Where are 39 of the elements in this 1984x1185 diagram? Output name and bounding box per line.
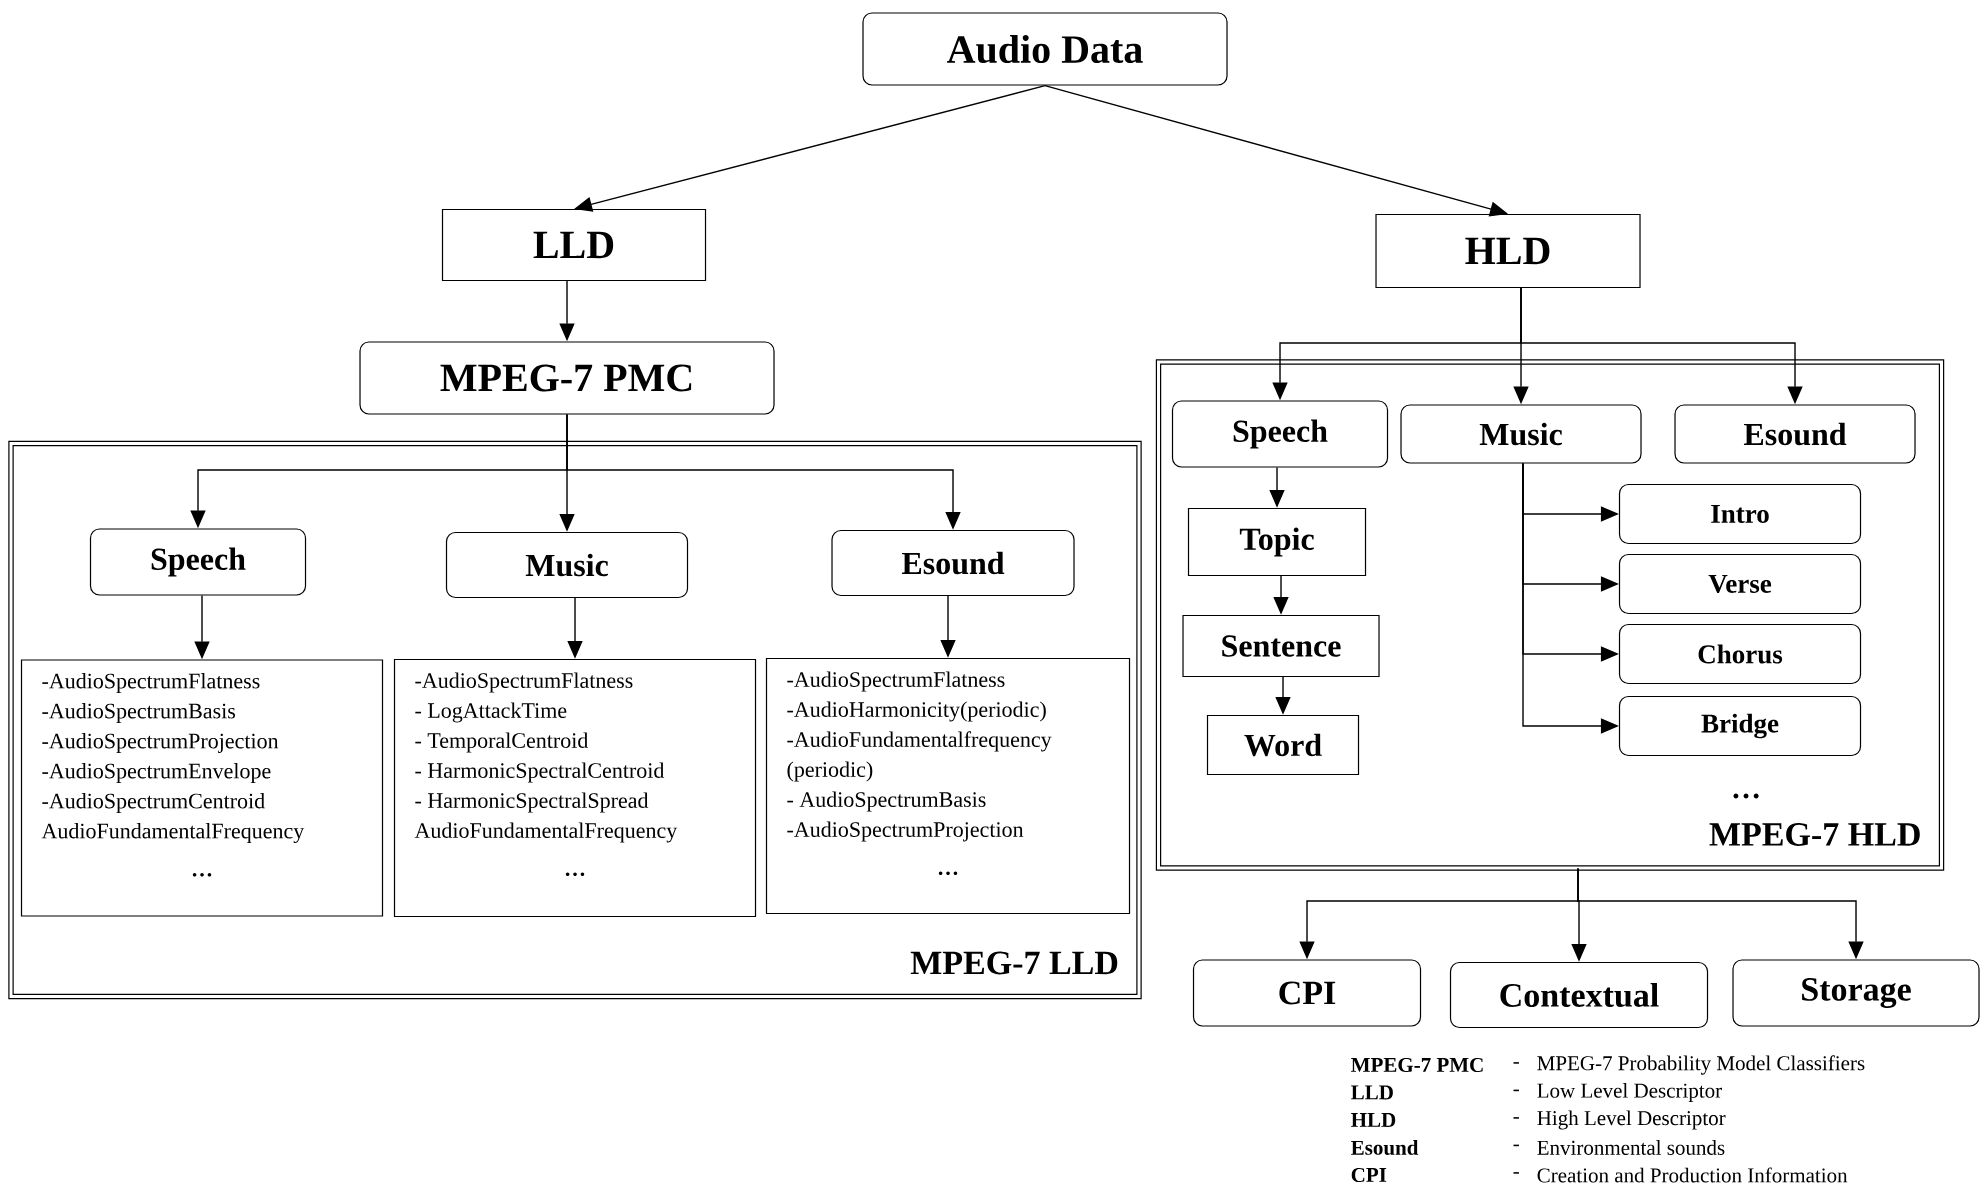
category-box: Sentence: [1182, 614, 1380, 678]
class-box: Chorus: [1618, 623, 1862, 685]
definition: Creation and Production Information: [1537, 1167, 1848, 1183]
class-box: Storage: [1732, 959, 1980, 1027]
abbreviation: CPI: [1351, 1167, 1387, 1183]
class-box: Music: [1400, 404, 1642, 464]
dash: -: [1513, 1172, 1519, 1174]
class-box: Contextual: [1449, 961, 1709, 1029]
class-box: Intro: [1618, 483, 1862, 545]
dash: -: [1513, 1089, 1519, 1092]
class-box: Audio Data: [862, 12, 1228, 86]
abbreviation: Esound: [1351, 1140, 1419, 1155]
dash: -: [1513, 1062, 1519, 1064]
definition: Environmental sounds: [1537, 1140, 1725, 1155]
category-box: Word: [1206, 714, 1360, 776]
ellipsis: …: [1733, 793, 1759, 799]
class-box: MPEG-7 PMC: [359, 341, 775, 415]
class-box: Esound: [831, 529, 1075, 597]
descriptor-list: -AudioSpectrumFlatness -AudioSpectrumBasis -AudioSpectrumProjection -AudioSpectrumEnvelope -AudioSpectrumCentroid AudioFundamentalFrequency …: [20, 659, 384, 917]
abbreviation: MPEG-7 PMC: [1351, 1057, 1483, 1073]
descriptor-list: -AudioSpectrumFlatness - LogAttackTime - TemporalCentroid - HarmonicSpectralCentroid - HarmonicSpectralSpread AudioFundamentalFrequency …: [393, 658, 757, 918]
dash: -: [1513, 1117, 1519, 1119]
abbreviation: HLD: [1351, 1113, 1396, 1127]
definition: MPEG-7 Probability Model Classifiers: [1537, 1055, 1865, 1075]
abbreviation: LLD: [1351, 1085, 1393, 1100]
category-box: Topic: [1187, 507, 1367, 577]
definition: Low Level Descriptor: [1537, 1083, 1722, 1102]
descriptor-list: -AudioSpectrumFlatness -AudioHarmonicity(periodic) -AudioFundamentalfrequency (periodic) - AudioSpectrumBasis -AudioSpectrumProjection …: [765, 657, 1131, 915]
class-box: Music: [445, 531, 689, 599]
definition: High Level Descriptor: [1537, 1110, 1726, 1130]
class-box: Esound: [1674, 404, 1916, 464]
class-box: Speech: [89, 528, 307, 596]
class-box: CPI: [1192, 959, 1422, 1027]
class-box: Verse: [1618, 553, 1862, 615]
class-box: Bridge: [1618, 695, 1862, 757]
class-box: Speech: [1171, 400, 1389, 468]
dash: -: [1513, 1144, 1519, 1147]
category-box: HLD: [1375, 213, 1641, 289]
category-box: LLD: [441, 208, 707, 282]
